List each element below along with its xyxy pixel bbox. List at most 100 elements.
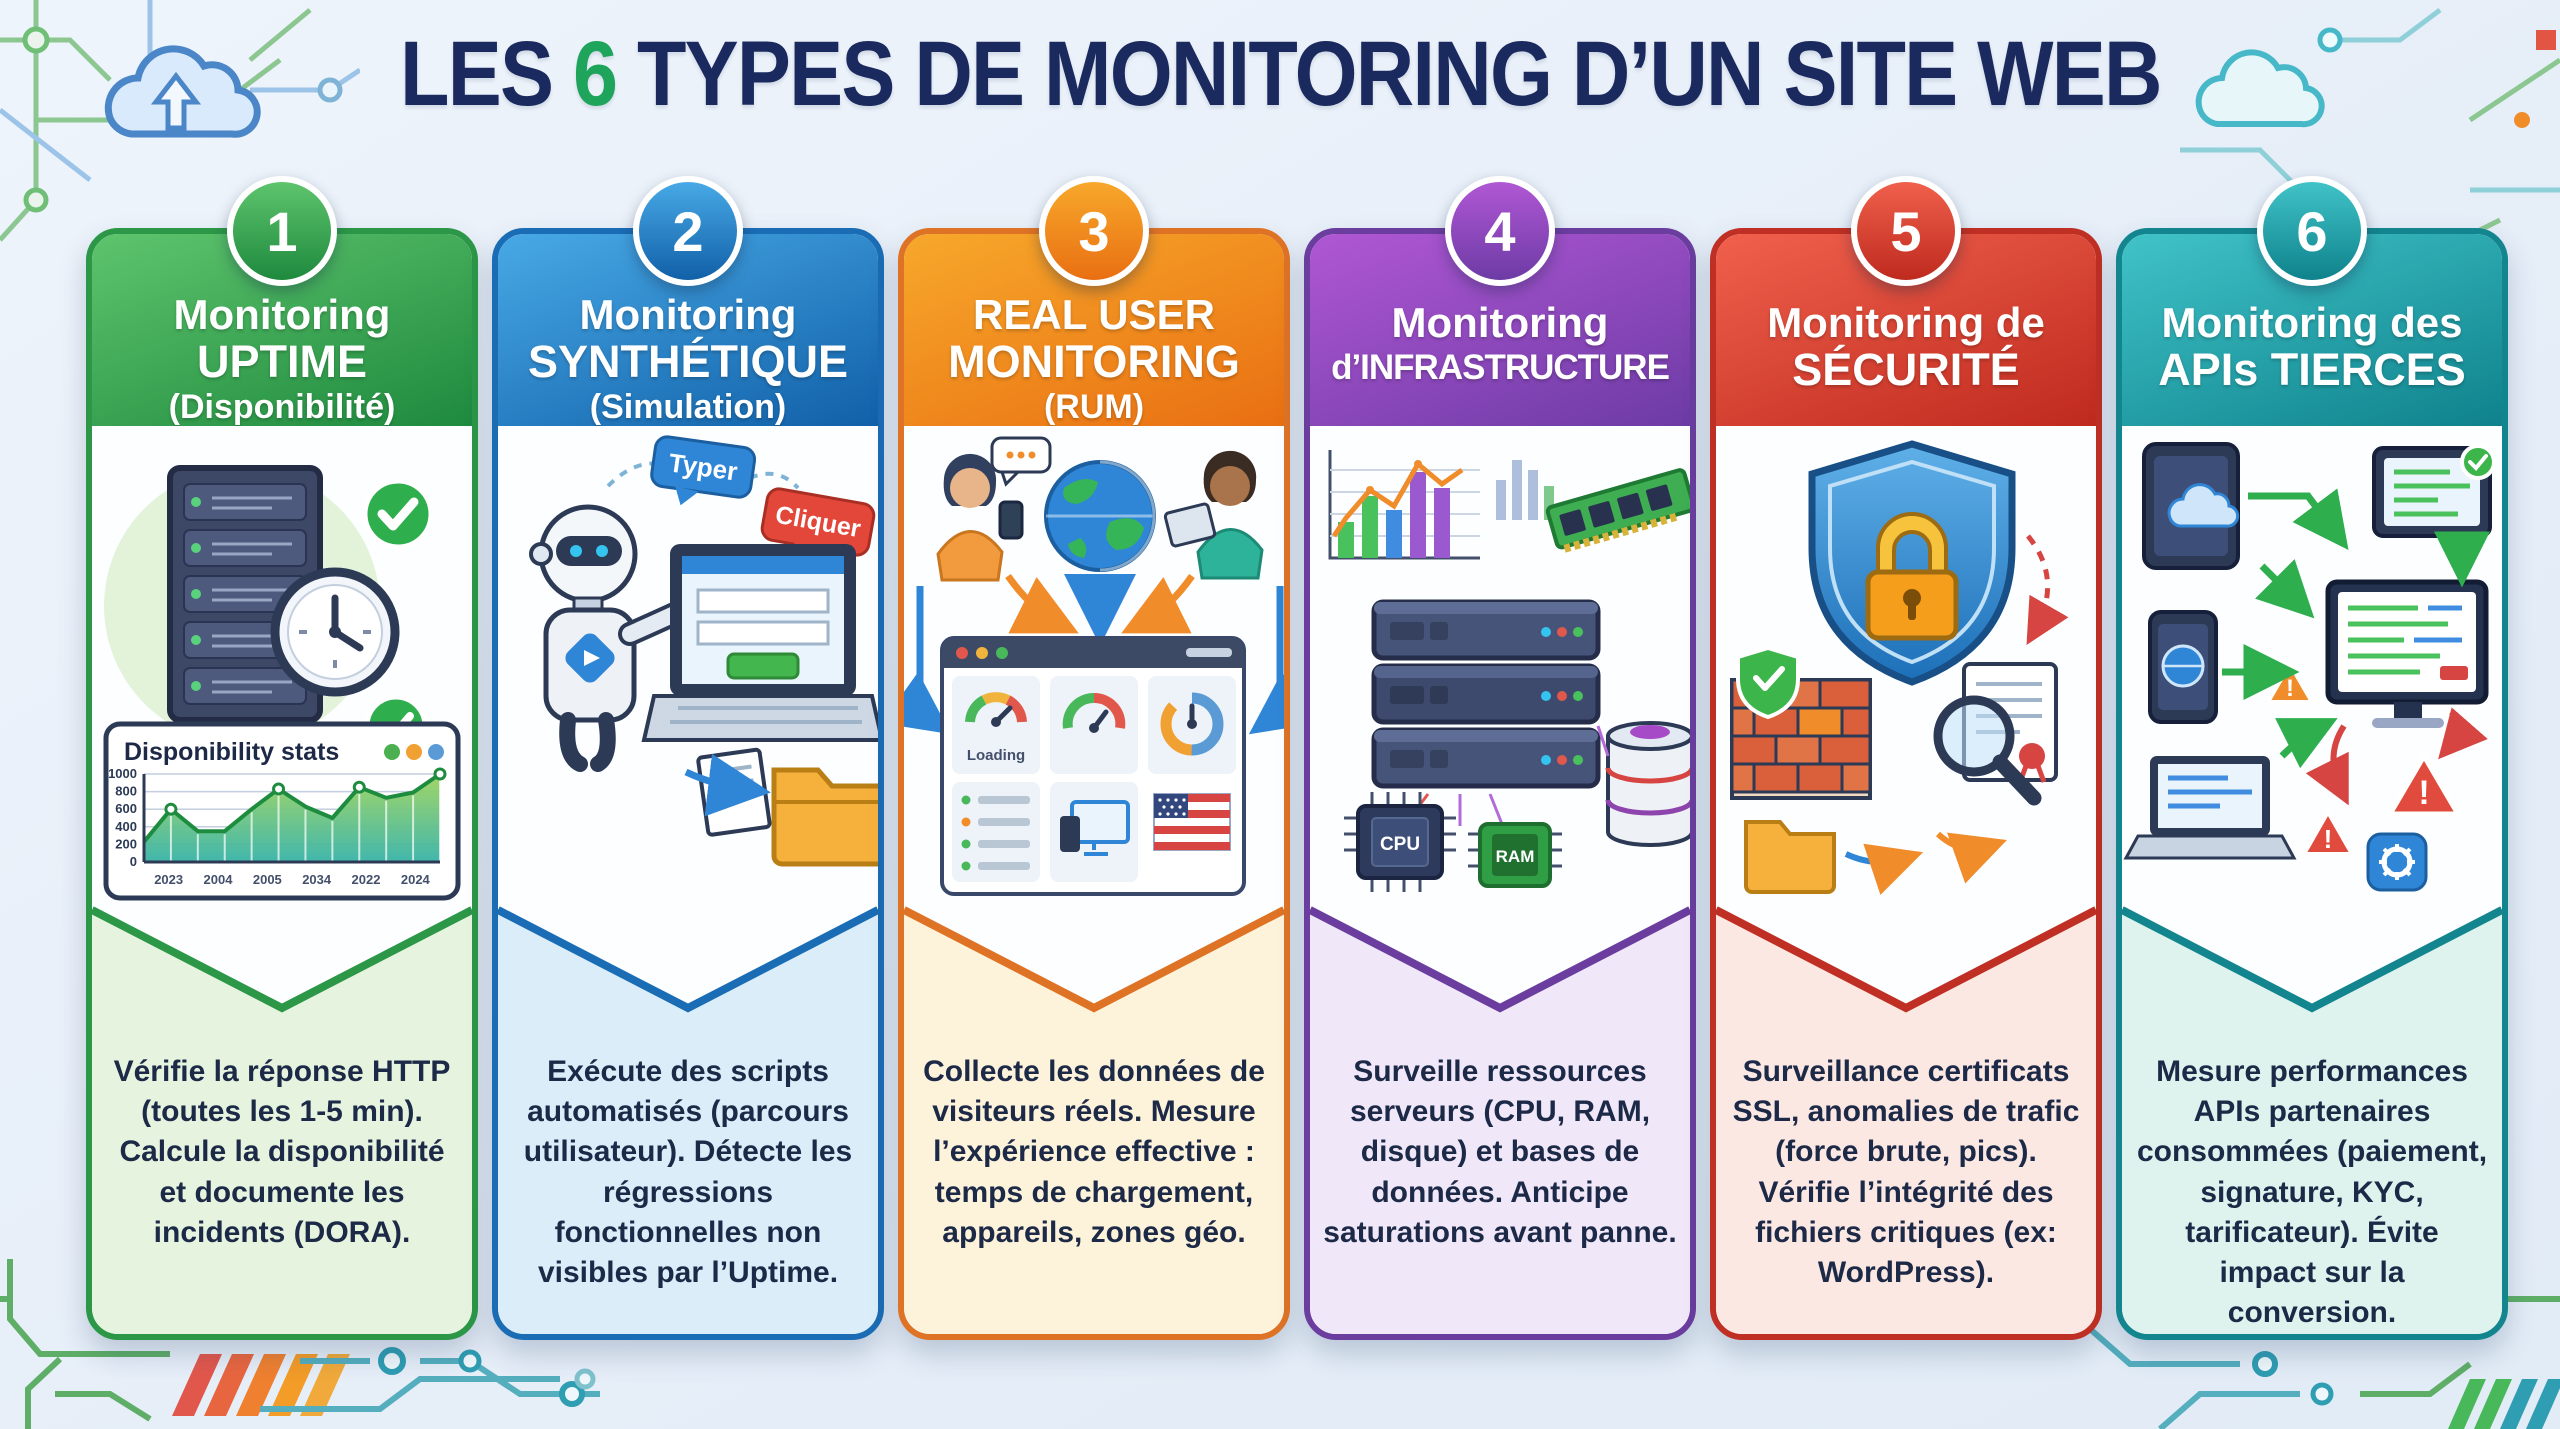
submit-button-graphic bbox=[726, 652, 800, 680]
header-line2: UPTIME bbox=[196, 336, 367, 388]
header-line1: Monitoring de bbox=[1767, 299, 2045, 346]
header-line2: d’INFRASTRUCTURE bbox=[1331, 348, 1670, 388]
svg-text:!: ! bbox=[2418, 774, 2429, 812]
document-icon bbox=[696, 747, 772, 837]
header-line1: Monitoring des bbox=[2161, 299, 2463, 346]
gauge-tile bbox=[1050, 676, 1138, 774]
database-icon bbox=[1605, 721, 1690, 847]
folder-icon bbox=[1744, 820, 1836, 894]
header-line1: Monitoring bbox=[173, 291, 391, 338]
cloud-upload-icon bbox=[104, 45, 261, 138]
title-suffix: TYPES DE MONITORING D’UN SITE WEB bbox=[615, 23, 2163, 125]
metrics-chart bbox=[1328, 450, 1480, 560]
svg-text:2034: 2034 bbox=[302, 872, 332, 887]
gear-app-icon bbox=[2366, 832, 2428, 892]
phone-globe-icon bbox=[2148, 610, 2218, 724]
chevron-divider bbox=[92, 904, 472, 1022]
column-securite: 5 Monitoring de SÉCURITÉ bbox=[1710, 176, 2102, 1340]
title-number: 6 bbox=[572, 23, 618, 125]
svg-text:!: ! bbox=[2324, 824, 2333, 854]
column-uptime: 1 Monitoring UPTIME (Disponibilité) bbox=[86, 176, 478, 1340]
chevron-divider bbox=[498, 904, 878, 1022]
card-rum: REAL USER MONITORING (RUM) bbox=[898, 228, 1290, 1340]
description-uptime: Vérifie la réponse HTTP (toutes les 1-5 … bbox=[92, 1022, 472, 1334]
column-infrastructure: 4 Monitoring d’INFRASTRUCTURE bbox=[1304, 176, 1696, 1340]
header-line2: SÉCURITÉ bbox=[1792, 344, 2020, 396]
description-synthetique: Exécute des scripts automatisés (parcour… bbox=[498, 1022, 878, 1334]
magnifier-icon bbox=[1933, 695, 2042, 806]
circuit-decoration-top-left bbox=[0, 0, 360, 242]
svg-text:600: 600 bbox=[115, 801, 137, 816]
ram-stick-icon bbox=[1545, 468, 1690, 553]
apis-illustration: ! ! ! bbox=[2122, 426, 2502, 904]
svg-text:2023: 2023 bbox=[154, 872, 183, 887]
number-badge: 1 bbox=[227, 176, 337, 286]
svg-text:2004: 2004 bbox=[204, 872, 234, 887]
card-infrastructure: Monitoring d’INFRASTRUCTURE bbox=[1304, 228, 1696, 1340]
column-apis: 6 Monitoring des APIs TIERCES bbox=[2116, 176, 2508, 1340]
chevron-divider bbox=[2122, 904, 2502, 1022]
header-line1: Monitoring bbox=[579, 291, 797, 338]
devices-tile bbox=[1050, 782, 1138, 882]
svg-text:2022: 2022 bbox=[352, 872, 381, 887]
hatch-bars bbox=[2448, 1379, 2560, 1429]
title-prefix: LES bbox=[399, 23, 573, 125]
header-line1: Monitoring bbox=[1391, 299, 1609, 346]
gauge-label: Loading bbox=[967, 747, 1025, 764]
page-title: LES 6 TYPES DE MONITORING D’UN SITE WEB bbox=[0, 22, 2560, 127]
card-securite: Monitoring de SÉCURITÉ bbox=[1710, 228, 2102, 1340]
bar-sparkline bbox=[1496, 460, 1554, 520]
chat-bubble-icon bbox=[990, 436, 1052, 487]
column-rum: 3 REAL USER MONITORING (RUM) bbox=[898, 176, 1290, 1340]
svg-text:!: ! bbox=[2286, 675, 2294, 702]
check-icon bbox=[362, 478, 434, 550]
svg-text:800: 800 bbox=[115, 784, 137, 799]
header-line2: MONITORING bbox=[948, 336, 1240, 388]
chevron-divider bbox=[1310, 904, 1690, 1022]
code-screen-icon bbox=[2372, 444, 2496, 538]
ram-label: RAM bbox=[1496, 847, 1535, 866]
monitoring-columns: 1 Monitoring UPTIME (Disponibilité) bbox=[86, 176, 2508, 1340]
code-monitor-icon bbox=[2325, 579, 2489, 728]
warning-icon: ! bbox=[2385, 751, 2463, 817]
list-tile bbox=[952, 782, 1040, 882]
card-header: Monitoring des APIs TIERCES bbox=[2122, 234, 2502, 426]
user-mobile bbox=[936, 453, 1024, 582]
user-tablet bbox=[1163, 450, 1264, 580]
description-rum: Collecte les données de visiteurs réels.… bbox=[904, 1022, 1284, 1334]
svg-text:2005: 2005 bbox=[253, 872, 282, 887]
padlock-icon bbox=[1865, 512, 1959, 641]
infrastructure-illustration: CPU RAM bbox=[1310, 426, 1690, 904]
typer-bubble: Typer bbox=[650, 435, 757, 506]
laptop-icon bbox=[641, 544, 878, 742]
card-apis: Monitoring des APIs TIERCES bbox=[2116, 228, 2508, 1340]
availability-chart: Disponibility stats 02004006008001000202… bbox=[103, 721, 461, 901]
chevron-divider bbox=[904, 904, 1284, 1022]
gauge-tile: Loading bbox=[952, 676, 1040, 774]
header-subtitle: (RUM) bbox=[1043, 387, 1145, 426]
number-badge: 4 bbox=[1445, 176, 1555, 286]
header-subtitle: (Simulation) bbox=[589, 387, 787, 426]
cloud-icon bbox=[2195, 49, 2325, 128]
svg-text:200: 200 bbox=[115, 836, 137, 851]
tablet-cloud-icon bbox=[2142, 442, 2240, 570]
donut-gauge-tile bbox=[1148, 676, 1236, 774]
dashboard-window: Loading bbox=[940, 636, 1246, 896]
svg-text:2024: 2024 bbox=[401, 872, 431, 887]
shield-icon bbox=[1808, 440, 2016, 686]
card-uptime: Monitoring UPTIME (Disponibilité) bbox=[86, 228, 478, 1340]
globe-icon bbox=[1044, 460, 1156, 572]
number-badge: 5 bbox=[1851, 176, 1961, 286]
card-synthetique: Monitoring SYNTHÉTIQUE (Simulation) Type… bbox=[492, 228, 884, 1340]
folder-icon bbox=[771, 767, 878, 867]
number-badge: 6 bbox=[2257, 176, 2367, 286]
description-securite: Surveillance certificats SSL, anomalies … bbox=[1716, 1022, 2096, 1334]
chevron-divider bbox=[1716, 904, 2096, 1022]
header-line1: REAL USER bbox=[973, 291, 1215, 338]
server-stack-icon bbox=[1371, 599, 1601, 789]
description-infrastructure: Surveille ressources serveurs (CPU, RAM,… bbox=[1310, 1022, 1690, 1334]
svg-text:1000: 1000 bbox=[108, 766, 137, 781]
rum-illustration: Loading bbox=[904, 426, 1284, 904]
ram-chip-icon: RAM bbox=[1468, 822, 1562, 888]
